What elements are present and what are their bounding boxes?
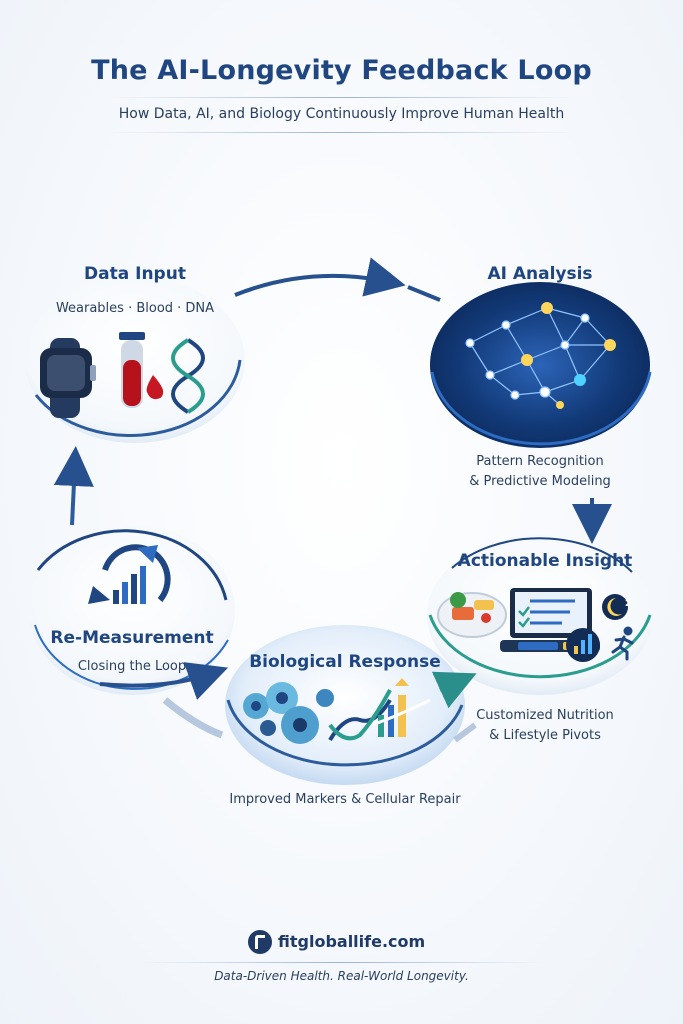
biological-response-node (225, 625, 465, 785)
arrow-remeasure-to-data (53, 446, 94, 526)
arrow-bio-side-shade-left (162, 697, 224, 739)
arrow-bio-to-remeasure (99, 662, 229, 700)
page-title: The AI-Longevity Feedback Loop (91, 55, 592, 86)
blood-tube-icon (119, 332, 145, 408)
smartwatch-icon (40, 338, 96, 418)
data-input-subtitle: Wearables · Blood · DNA (55, 301, 215, 316)
actionable-insight-caption: Customized Nutrition & Lifestyle Pivots (440, 706, 650, 746)
arrow-data-to-ai-tail (407, 285, 441, 302)
actionable-insight-caption-line2: & Lifestyle Pivots (489, 728, 601, 743)
data-input-title: Data Input (84, 264, 186, 284)
ai-analysis-caption-line1: Pattern Recognition (476, 454, 604, 469)
arrow-bio-side-shade-right (453, 722, 477, 743)
biological-response-title: Biological Response (249, 652, 441, 672)
footer-site-link[interactable]: fitgloballife.com (278, 932, 426, 951)
ai-analysis-caption-line2: & Predictive Modeling (469, 474, 611, 489)
biological-response-caption: Improved Markers & Cellular Repair (229, 792, 461, 807)
actionable-insight-title: Actionable Insight (457, 551, 633, 571)
footer-divider (140, 962, 543, 963)
food-plate-icon (437, 592, 507, 638)
ai-analysis-node (430, 282, 652, 448)
footer-tagline: Data-Driven Health. Real-World Longevity… (214, 969, 469, 983)
dna-icon (171, 338, 205, 414)
re-measurement-node (29, 525, 235, 695)
dna-helix-bio-icon (328, 689, 392, 742)
ai-analysis-caption: Pattern Recognition & Predictive Modelin… (440, 452, 640, 492)
title-divider (110, 97, 573, 98)
growth-arrow-icon (371, 678, 431, 737)
actionable-insight-caption-line1: Customized Nutrition (476, 708, 614, 723)
refresh-chart-icon (88, 544, 171, 604)
moon-badge: 2 (625, 599, 632, 609)
runner-icon (611, 626, 634, 661)
re-measurement-title: Re-Measurement (50, 628, 214, 648)
blood-drop-icon (146, 375, 164, 400)
arrow-data-to-ai (234, 257, 406, 297)
logo-icon (248, 930, 272, 954)
moon-icon (602, 594, 628, 620)
arrow-insight-to-bio (431, 671, 477, 709)
bar-chart-icon (566, 628, 600, 662)
page-subtitle: How Data, AI, and Biology Continuously I… (118, 106, 565, 122)
ai-analysis-title: AI Analysis (487, 264, 593, 284)
re-measurement-subtitle: Closing the Loop (77, 659, 187, 674)
cells-icon (243, 682, 334, 744)
neural-network-icon (465, 302, 616, 409)
subtitle-divider (110, 132, 573, 133)
